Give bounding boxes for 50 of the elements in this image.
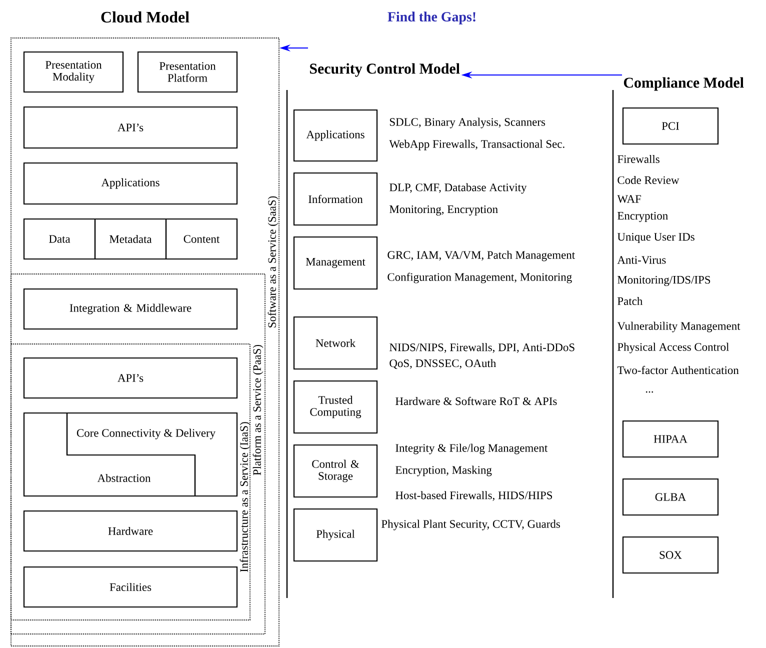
requirement-text: ... xyxy=(646,391,654,393)
compliance-box: GLBA xyxy=(622,478,719,516)
control-description: QoS, DNSSEC, OAuth xyxy=(390,359,496,369)
control-box: Physical xyxy=(293,508,378,562)
heading: Cloud Model xyxy=(101,11,190,23)
requirement-text: Encryption xyxy=(618,212,668,222)
layer-box: Data xyxy=(23,218,96,260)
layer-box: Hardware xyxy=(23,510,238,552)
requirement-text: Monitoring/IDS/IPS xyxy=(618,276,710,286)
heading: Security Control Model xyxy=(310,63,460,77)
control-description: Encryption, Masking xyxy=(396,466,492,476)
layer-box: Applications xyxy=(23,162,238,205)
control-description: Physical Plant Security, CCTV, Guards xyxy=(382,520,560,530)
layer-box: Metadata xyxy=(94,218,167,260)
title: Find the Gaps! xyxy=(388,12,476,24)
control-box: Information xyxy=(293,172,378,226)
heading: Compliance Model xyxy=(624,77,744,91)
requirement-text: Code Review xyxy=(618,176,680,184)
compliance-box: PCI xyxy=(622,107,719,145)
control-box: Management xyxy=(293,236,378,290)
control-description: NIDS/NIPS, Firewalls, DPI, Anti-DDoS xyxy=(390,343,574,353)
requirement-text: Firewalls xyxy=(618,154,660,164)
requirement-text: Vulnerability Management xyxy=(617,322,740,332)
layer-box: API’s xyxy=(23,357,238,399)
requirement-text: WAF xyxy=(617,195,641,203)
layer-box: Facilities xyxy=(23,566,238,608)
requirement-text: Anti-Virus xyxy=(617,256,666,264)
requirement-text: Unique User IDs xyxy=(617,233,694,243)
control-box: Control & Storage xyxy=(293,444,378,498)
control-box: Network xyxy=(293,316,378,370)
control-description: SDLC, Binary Analysis, Scanners xyxy=(390,118,546,128)
control-description: Host-based Firewalls, HIDS/HIPS xyxy=(396,491,552,501)
control-description: GRC, IAM, VA/VM, Patch Management xyxy=(388,250,575,262)
control-box: Applications xyxy=(293,109,378,162)
compliance-box: SOX xyxy=(622,536,719,574)
control-description: DLP, CMF, Database Activity Monitoring, Encryption xyxy=(390,183,527,216)
control-description: Configuration Management, Monitoring xyxy=(388,272,572,284)
layer-box: API’s xyxy=(23,106,238,149)
requirement-text: Two-factor Authentication xyxy=(617,366,739,374)
requirement-text: Physical Access Control xyxy=(618,342,729,354)
requirement-text: Patch xyxy=(618,296,642,306)
control-description: WebApp Firewalls, Transactional Sec. xyxy=(389,140,564,150)
compliance-box: HIPAA xyxy=(622,420,719,458)
layer-box: Presentation Modality xyxy=(23,51,124,93)
control-description: Integrity & File/log Management xyxy=(396,444,548,454)
control-description: Hardware & Software RoT & APIs xyxy=(396,396,557,406)
layer-box: Presentation Platform xyxy=(137,51,238,93)
control-box: Trusted Computing xyxy=(293,380,378,434)
layer-box: Integration & Middleware xyxy=(23,288,238,330)
layer-box: Content xyxy=(165,218,238,260)
